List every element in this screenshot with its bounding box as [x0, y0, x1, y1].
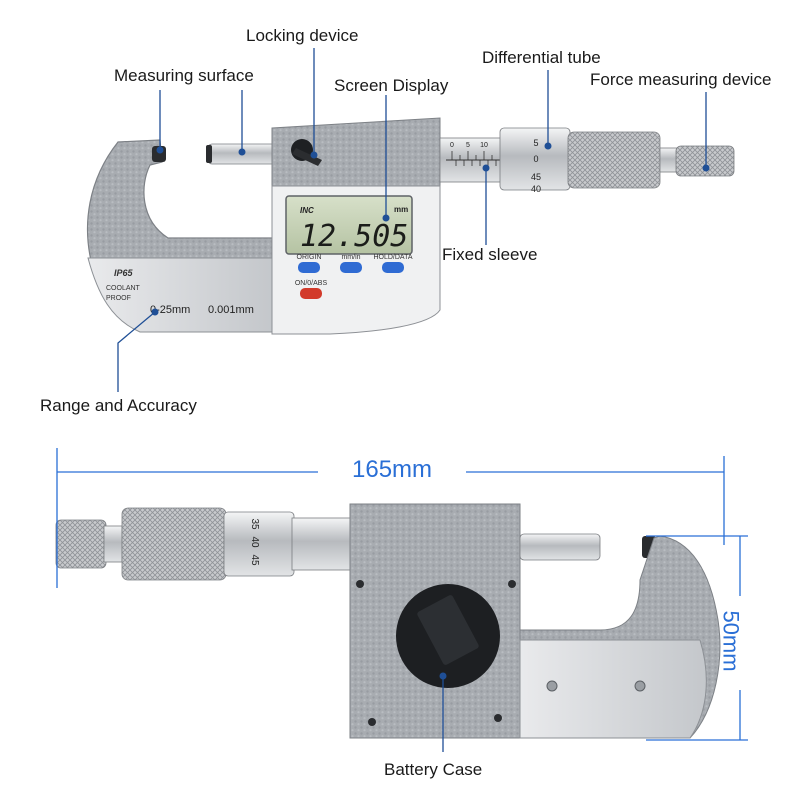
button-label: mm/in [341, 254, 360, 261]
sleeve-scale-label: 10 [480, 142, 488, 149]
callout-differential-tube: Differential tube [482, 48, 601, 67]
button-label: ON/0/ABS [295, 280, 328, 287]
thimble-scale-label: 40 [249, 536, 260, 548]
thimble-scale-label: 45 [531, 172, 541, 182]
bottom-fixed-sleeve [291, 517, 351, 571]
top-callout-dots [151, 142, 710, 316]
callout-range-accuracy: Range and Accuracy [40, 396, 197, 415]
thimble-scale-label: 40 [531, 184, 541, 194]
callout-fixed-sleeve: Fixed sleeve [442, 245, 538, 264]
top-power-button [300, 288, 322, 299]
thimble-scale-label: 45 [249, 554, 260, 566]
resolution-label: 0.001mm [208, 304, 254, 316]
dimension-height-label: 50mm [718, 610, 744, 672]
top-lcd-screen [285, 195, 413, 255]
range-label: 0-25mm [150, 304, 190, 316]
proof-label: PROOF [106, 295, 131, 302]
top-frame-plate [87, 257, 273, 333]
coolant-label: COOLANT [106, 285, 141, 292]
button-label: ORIGIN [297, 254, 322, 261]
top-unit-button [340, 262, 362, 273]
lcd-mode: INC [300, 206, 314, 215]
top-ratchet-knurl [675, 145, 735, 177]
ip-badge: IP65 [114, 268, 134, 278]
top-ratchet [659, 147, 679, 173]
callout-battery-case: Battery Case [384, 760, 483, 779]
thimble-scale-label: 0 [533, 154, 538, 164]
lcd-unit: mm [394, 205, 408, 214]
sleeve-scale-label: 0 [450, 142, 454, 149]
callout-screen-display: Screen Display [334, 76, 449, 95]
callout-force-measuring-device: Force measuring device [590, 70, 772, 89]
bottom-ratchet-knurl [55, 519, 107, 569]
callout-locking-device: Locking device [246, 26, 359, 45]
dimension-lines [56, 448, 748, 741]
bottom-frame-plate [519, 639, 707, 739]
thimble-scale-label: 5 [533, 138, 538, 148]
top-hold-button [382, 262, 404, 273]
top-micrometer [87, 117, 735, 335]
top-origin-button [298, 262, 320, 273]
sleeve-scale-label: 5 [466, 142, 470, 149]
bottom-micrometer [55, 503, 721, 739]
top-callout-lines [117, 48, 707, 392]
thimble-scale-label: 35 [249, 518, 260, 530]
bottom-thimble-knurl [121, 507, 227, 581]
dimension-length-label: 165mm [352, 456, 433, 483]
top-thimble-knurl [567, 131, 661, 189]
callout-measuring-surface: Measuring surface [114, 66, 254, 85]
bottom-spindle [519, 533, 601, 561]
lcd-reading: 12.505 [300, 219, 408, 254]
button-label: HOLD/DATA [373, 254, 412, 261]
